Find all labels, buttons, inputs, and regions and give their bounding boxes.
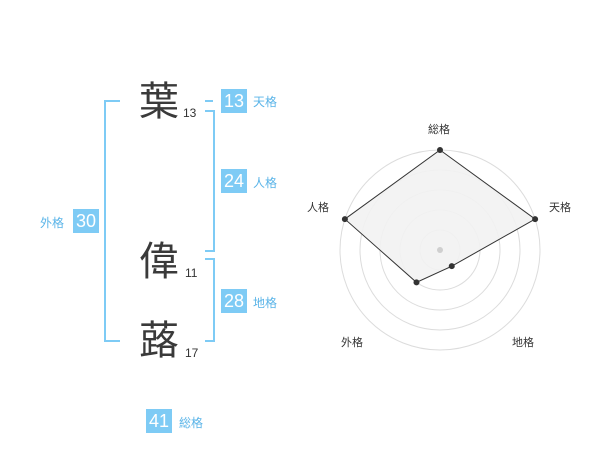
- soukaku-label: 総格: [179, 416, 204, 430]
- name-char-1: 葉: [139, 79, 179, 125]
- radar-axis-label-gaikaku: 外格: [341, 336, 363, 349]
- tenkaku-label: 天格: [253, 95, 278, 109]
- tenkaku-bracket: [205, 100, 213, 102]
- chikaku-bracket: [205, 258, 215, 342]
- radar-axis-label-soukaku: 総格: [428, 123, 450, 136]
- radar-center-dot: [437, 247, 443, 253]
- radar-axis-label-chikaku: 地格: [512, 336, 534, 349]
- name-char-2: 偉: [139, 239, 179, 285]
- gaikaku-value-badge: 30: [73, 209, 99, 233]
- radar-point-4: [341, 216, 348, 223]
- jinkaku-value-badge: 24: [221, 169, 247, 193]
- radar-axis-label-jinkaku: 人格: [307, 201, 329, 214]
- gaikaku-bracket: [104, 100, 120, 342]
- soukaku-value-badge: 41: [146, 409, 172, 433]
- chikaku-value-badge: 28: [221, 289, 247, 313]
- chikaku-label: 地格: [253, 296, 278, 310]
- name-char-1-strokes: 13: [183, 106, 197, 120]
- jinkaku-bracket: [205, 110, 215, 252]
- radar-value-polygon: [344, 149, 537, 283]
- radar-point-2: [448, 263, 455, 270]
- jinkaku-label: 人格: [253, 176, 278, 190]
- gaikaku-label: 外格: [40, 216, 65, 230]
- name-char-2-strokes: 11: [185, 266, 198, 280]
- radar-point-0: [437, 147, 443, 153]
- name-char-3: 蕗: [139, 318, 179, 364]
- name-char-3-strokes: 17: [185, 346, 199, 360]
- radar-axis-label-tenkaku: 天格: [549, 201, 571, 214]
- radar-point-1: [532, 216, 539, 223]
- tenkaku-value-badge: 13: [221, 89, 247, 113]
- radar-point-3: [413, 279, 420, 286]
